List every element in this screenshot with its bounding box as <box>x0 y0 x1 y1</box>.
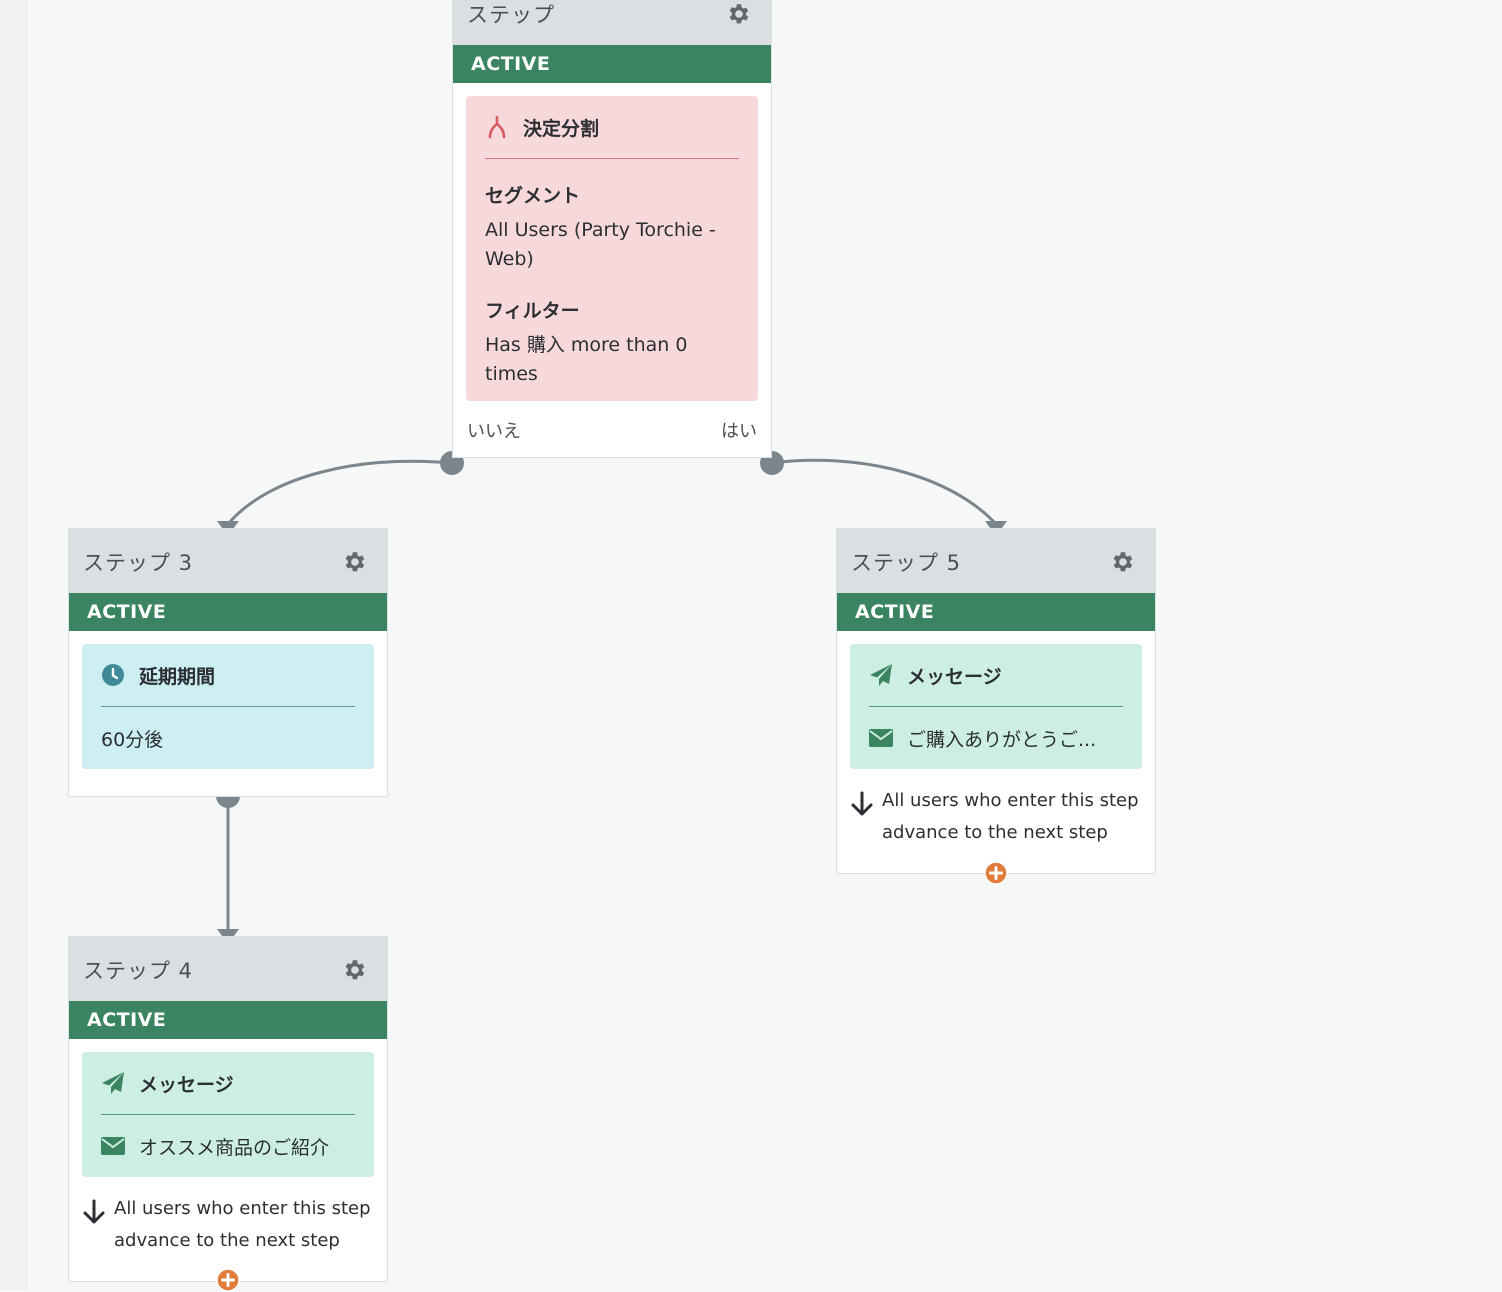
connector-no-branch <box>226 459 453 525</box>
advance-note: All users who enter this step advance to… <box>850 785 1142 849</box>
envelope-icon <box>101 1137 125 1155</box>
arrow-down-icon <box>851 791 873 816</box>
step-header: ステップ 3 <box>69 529 387 593</box>
step-title: ステップ <box>467 3 555 27</box>
message-row[interactable]: ご購入ありがとうご... <box>869 707 1123 769</box>
delay-value: 60分後 <box>101 728 164 751</box>
branch-labels: いいえ はい <box>453 401 771 457</box>
status-badge: ACTIVE <box>69 593 387 631</box>
step-header: ステップ <box>453 0 771 45</box>
add-step-button-step5[interactable] <box>984 861 1008 885</box>
paper-plane-icon <box>102 1072 124 1094</box>
step-card-decision[interactable]: ステップ ACTIVE 決定分割 セグメント All Users (Party … <box>452 0 772 458</box>
gear-icon[interactable] <box>1109 549 1135 575</box>
segment-title: セグメント <box>485 185 581 207</box>
envelope-icon <box>869 729 893 747</box>
advance-text: All users who enter this step advance to… <box>882 790 1139 843</box>
status-badge: ACTIVE <box>453 45 771 83</box>
component-label: 延期期間 <box>139 665 216 688</box>
gear-icon[interactable] <box>341 549 367 575</box>
step-header: ステップ 5 <box>837 529 1155 593</box>
component-header: メッセージ <box>869 644 1123 707</box>
message-component[interactable]: メッセージ オススメ商品のご紹介 <box>82 1052 374 1177</box>
message-component[interactable]: メッセージ ご購入ありがとうご... <box>850 644 1142 769</box>
message-name: オススメ商品のご紹介 <box>139 1136 330 1159</box>
filter-value: Has 購入 more than 0 times <box>485 334 688 385</box>
branch-yes-label: はい <box>721 421 757 442</box>
paper-plane-icon <box>870 664 892 686</box>
step-title: ステップ 4 <box>83 959 194 983</box>
branch-no-label: いいえ <box>467 421 521 442</box>
step-card-delay[interactable]: ステップ 3 ACTIVE 延期期間 60分後 <box>68 528 388 797</box>
connector-yes-branch <box>771 458 998 526</box>
add-step-button-step4[interactable] <box>216 1268 240 1292</box>
filter-title: フィルター <box>485 300 580 322</box>
message-name: ご購入ありがとうご... <box>907 728 1097 751</box>
segment-value: All Users (Party Torchie - Web) <box>485 219 716 270</box>
component-label: メッセージ <box>907 665 1002 688</box>
message-row[interactable]: オススメ商品のご紹介 <box>101 1115 355 1177</box>
clock-icon <box>102 664 124 686</box>
step-header: ステップ 4 <box>69 937 387 1001</box>
component-header: 決定分割 <box>485 96 739 159</box>
component-label: 決定分割 <box>523 117 600 140</box>
advance-note: All users who enter this step advance to… <box>82 1193 374 1257</box>
gear-icon[interactable] <box>725 1 751 27</box>
step-card-message-4[interactable]: ステップ 4 ACTIVE メッセージ オススメ商品のご紹介 All users… <box>68 936 388 1282</box>
component-header: メッセージ <box>101 1052 355 1115</box>
status-badge: ACTIVE <box>69 1001 387 1039</box>
gear-icon[interactable] <box>341 957 367 983</box>
component-label: メッセージ <box>139 1073 234 1096</box>
arrow-down-icon <box>83 1199 105 1224</box>
canvas-left-edge <box>0 0 27 1290</box>
step-card-message-5[interactable]: ステップ 5 ACTIVE メッセージ ご購入ありがとうご... All use… <box>836 528 1156 874</box>
component-header: 延期期間 <box>101 644 355 707</box>
delay-component[interactable]: 延期期間 60分後 <box>82 644 374 769</box>
step-title: ステップ 3 <box>83 551 194 575</box>
split-icon <box>488 115 506 139</box>
decision-split-component[interactable]: 決定分割 セグメント All Users (Party Torchie - We… <box>466 96 758 401</box>
status-badge: ACTIVE <box>837 593 1155 631</box>
step-title: ステップ 5 <box>851 551 962 575</box>
advance-text: All users who enter this step advance to… <box>114 1198 371 1251</box>
